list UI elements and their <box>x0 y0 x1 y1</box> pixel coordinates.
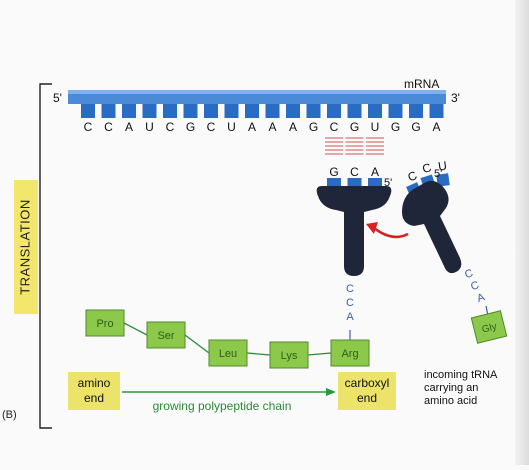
mrna-base-block <box>245 104 259 118</box>
mrna-base-letter: C <box>84 120 93 134</box>
gly-box: Gly <box>470 310 508 344</box>
mrna-base-block <box>429 104 444 118</box>
mrna-base-letter: C <box>166 120 175 134</box>
codon-pairing <box>325 137 384 155</box>
amino-acid-label: Arg <box>341 348 358 360</box>
mrna-base-letter: U <box>227 120 236 134</box>
mrna-base-block <box>368 104 382 118</box>
mrna-base-block <box>327 104 341 118</box>
mrna-base-letter: C <box>330 120 339 134</box>
mrna-base-letter: A <box>289 120 297 134</box>
mrna-5-prime: 5' <box>53 91 62 105</box>
mrna-base-block <box>409 104 423 118</box>
chain-links <box>123 322 351 356</box>
incoming-trna-body <box>402 180 462 274</box>
mrna-base-block <box>204 104 218 118</box>
incoming-arrow <box>373 226 409 239</box>
chain-caption: growing polypeptide chain <box>153 399 292 413</box>
amino-acid-box <box>330 339 370 367</box>
bound-trna-5-prime: 5' <box>384 177 392 189</box>
amino-acid-label: Ser <box>157 330 174 342</box>
bracket <box>39 83 52 429</box>
mrna-base-letter: C <box>104 120 113 134</box>
bound-tail-letter: C <box>346 297 354 309</box>
bound-anticodon-letter: G <box>329 165 338 179</box>
incoming-tail-letter: C <box>463 267 475 281</box>
mrna-base-block <box>81 104 95 118</box>
mrna-base-block <box>163 104 177 118</box>
mrna-base-block <box>142 104 157 118</box>
mrna-base-letter: A <box>125 120 133 134</box>
mrna-base-letter: C <box>207 120 216 134</box>
incoming-arrow-head <box>366 222 378 234</box>
bound-tail-letter: C <box>346 283 354 295</box>
incoming-anticodon-letter: C <box>420 160 433 176</box>
carboxyl-end-box <box>338 372 396 410</box>
incoming-trna-5-prime: 5' <box>434 168 442 180</box>
bound-tail-letter: A <box>346 311 354 323</box>
amino-acid-label: Leu <box>219 348 237 360</box>
translation-label: TRANSLATION <box>17 199 32 295</box>
panel-label: (B) <box>2 409 17 421</box>
mrna-base-letter: G <box>411 120 420 134</box>
mrna-base-letter: A <box>248 120 256 134</box>
mrna-base-letter: G <box>186 120 195 134</box>
translation-label-bg <box>14 180 38 314</box>
mrna-label: mRNA <box>404 77 439 91</box>
mrna-base-block <box>306 104 321 118</box>
mrna-base-block <box>101 104 116 118</box>
amino-acid-box <box>85 309 125 337</box>
mrna-base-block <box>224 104 239 118</box>
mrna-base-block <box>286 104 300 118</box>
amino-end-box <box>68 372 120 410</box>
incoming-tail-letter: C <box>469 279 481 293</box>
mrna-base-letter: G <box>350 120 359 134</box>
mrna-3-prime: 3' <box>451 91 460 105</box>
incoming-anticodon-letter: C <box>406 168 420 184</box>
incoming-tail-letter: A <box>475 291 487 305</box>
mrna-base-letter: A <box>432 120 440 134</box>
page-edge <box>515 0 529 465</box>
mrna-base-letter: G <box>391 120 400 134</box>
mrna-base-letter: U <box>145 120 154 134</box>
amino-acid-label: Lys <box>281 350 298 362</box>
chain-arrow-head <box>326 388 336 396</box>
bound-trna-body <box>316 186 392 276</box>
svg-text:Gly: Gly <box>481 321 498 335</box>
mrna-base-block <box>122 104 136 118</box>
mrna-base-letter: G <box>309 120 318 134</box>
bound-anticodon-letter: C <box>350 165 359 179</box>
mrna-base-block <box>265 104 280 118</box>
mrna-base-letter: U <box>371 120 380 134</box>
mrna-base-block <box>183 104 198 118</box>
mrna-base-letter: A <box>268 120 276 134</box>
incoming-anticodon-block <box>436 173 450 187</box>
amino-acid-box <box>269 341 309 369</box>
incoming-anticodon-letter: U <box>437 159 448 174</box>
mrna-base-block <box>347 104 362 118</box>
bound-anticodon-letter: A <box>371 165 379 179</box>
amino-acid-box <box>146 321 186 349</box>
amino-acid-box <box>208 339 248 367</box>
amino-acid-label: Pro <box>96 318 113 330</box>
mrna-base-block <box>388 104 403 118</box>
